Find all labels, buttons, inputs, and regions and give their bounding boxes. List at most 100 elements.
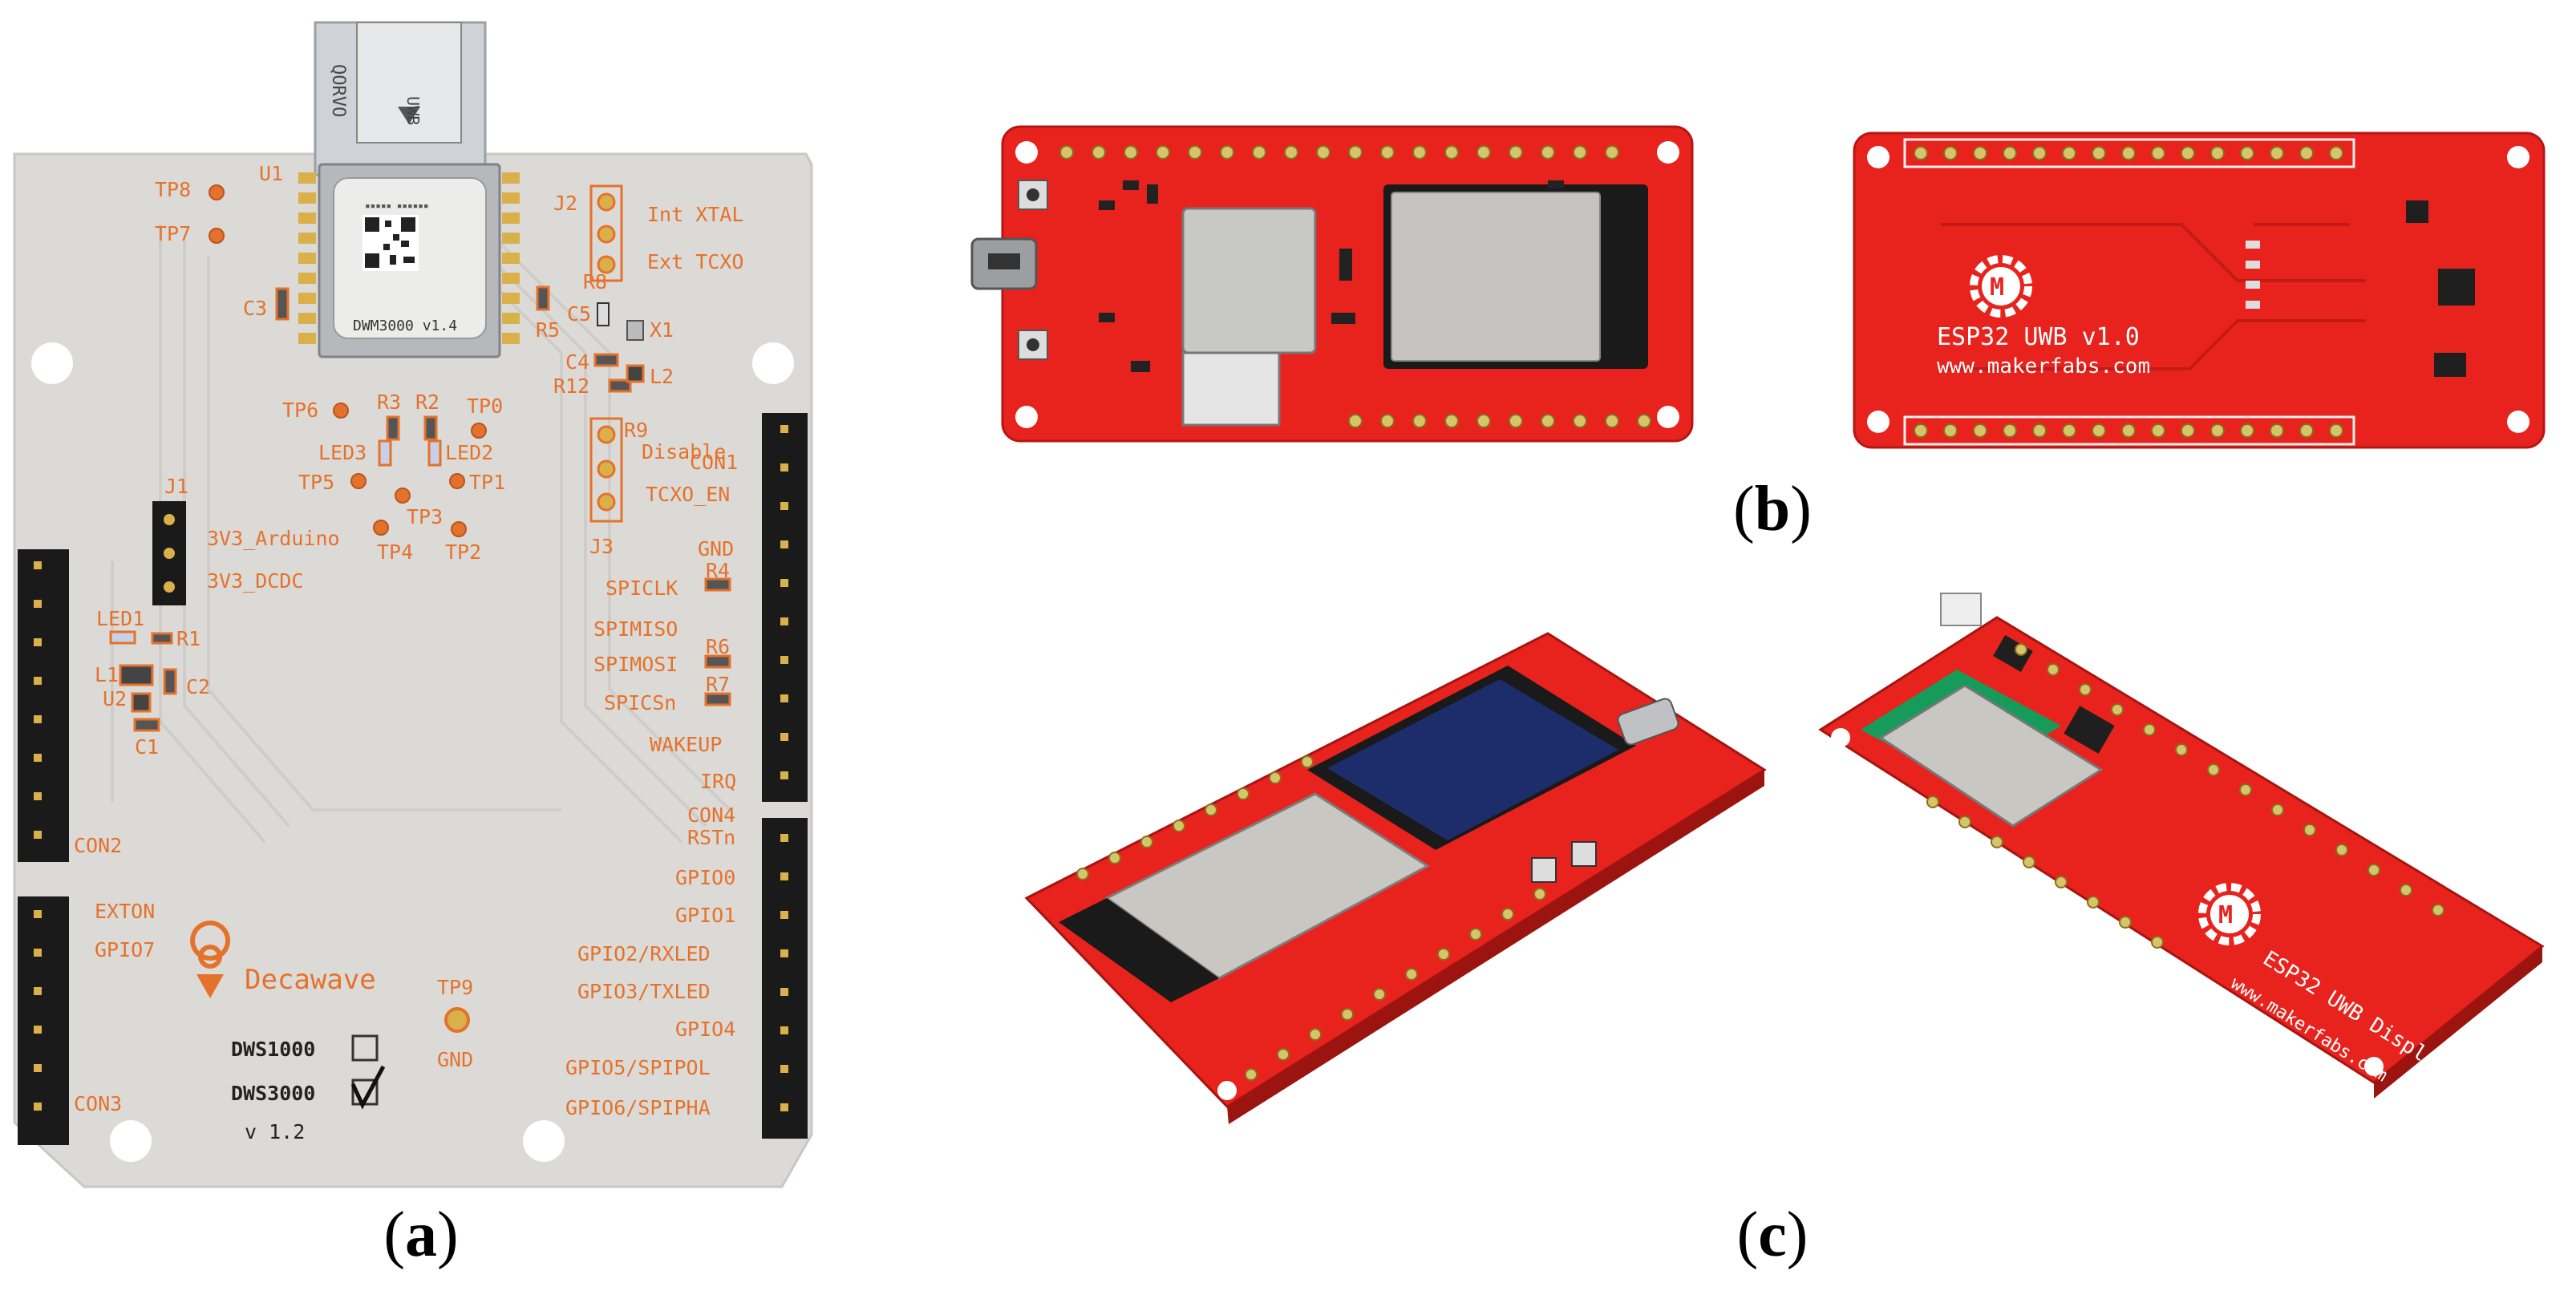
esp32-uwb-board-back: M ESP32 UWB v1.0 www.makerfabs.com xyxy=(1853,132,2546,449)
label-dws3000: DWS3000 xyxy=(231,1082,315,1105)
label-gpio0: GPIO0 xyxy=(675,866,735,889)
check-icon xyxy=(350,1065,386,1110)
decawave-logo xyxy=(190,921,231,998)
test-point-tp9 xyxy=(444,1007,470,1033)
label-tcxo-en: TCXO_EN xyxy=(646,483,730,506)
makerfabs-logo: M xyxy=(1970,255,2032,318)
label-c4: C4 xyxy=(565,350,589,374)
test-point-tp8 xyxy=(209,184,225,200)
module-name: DWM3000 v1.4 xyxy=(353,318,457,334)
label-tp6: TP6 xyxy=(282,399,318,422)
label-dws1000: DWS1000 xyxy=(231,1038,315,1061)
label-led3: LED3 xyxy=(318,441,367,464)
test-point-tp3 xyxy=(395,488,411,504)
svg-text:M: M xyxy=(1990,273,2004,301)
label-r3: R3 xyxy=(377,391,401,414)
label-tp2: TP2 xyxy=(445,540,481,564)
label-int-xtal: Int XTAL xyxy=(647,203,743,226)
label-led1: LED1 xyxy=(96,607,144,630)
jumper-j3 xyxy=(589,417,623,523)
mount-hole xyxy=(752,342,794,384)
label-l1: L1 xyxy=(95,663,119,686)
header-con4 xyxy=(762,818,808,1139)
caption-b: (b) xyxy=(1733,474,1812,544)
label-disable: Disable xyxy=(642,440,726,463)
svg-text:M: M xyxy=(2218,901,2233,929)
label-con1: CON1 xyxy=(690,451,738,474)
label-r7: R7 xyxy=(706,673,730,696)
svg-text:▪▪▪▪▪ ▪▪▪▪▪▪: ▪▪▪▪▪ ▪▪▪▪▪▪ xyxy=(365,200,428,211)
label-x1: X1 xyxy=(650,318,674,342)
label-ext-tcxo: Ext TCXO xyxy=(647,250,743,273)
label-3v3-arduino: 3V3_Arduino xyxy=(207,527,340,550)
label-tp9-gnd: GND xyxy=(437,1048,473,1071)
dws3000-board-illustration: UWB QORVO ▪▪▪▪▪ ▪▪▪▪▪▪ DWM3000 v1.4 U1 T… xyxy=(13,21,813,1188)
test-point-tp0 xyxy=(471,423,487,439)
label-version: v 1.2 xyxy=(245,1120,305,1143)
label-j3: J3 xyxy=(589,535,614,558)
label-gpio2: GPIO2/RXLED xyxy=(577,942,711,965)
label-exton: EXTON xyxy=(95,900,155,923)
label-l2: L2 xyxy=(650,365,674,388)
esp32-uwb-display-board-front xyxy=(1024,632,1767,1124)
label-tp4: TP4 xyxy=(377,540,413,564)
label-c2: C2 xyxy=(186,675,210,698)
test-point-tp5 xyxy=(350,473,367,489)
test-point-tp2 xyxy=(451,521,467,537)
label-tp8: TP8 xyxy=(155,178,191,201)
label-u2: U2 xyxy=(103,687,127,710)
label-spimosi: SPIMOSI xyxy=(593,653,678,676)
label-r12: R12 xyxy=(553,374,589,398)
label-tp9: TP9 xyxy=(437,976,473,999)
esp32-uwb-board-front xyxy=(970,125,1694,443)
mount-hole xyxy=(110,1120,152,1162)
header-con2 xyxy=(18,549,69,862)
board-b-url: www.makerfabs.com xyxy=(1937,354,2150,378)
label-spiclk: SPICLK xyxy=(606,577,678,600)
label-gpio7: GPIO7 xyxy=(95,938,155,961)
test-point-tp7 xyxy=(209,228,225,244)
label-rstn: RSTn xyxy=(687,826,735,849)
label-r1: R1 xyxy=(176,627,200,650)
label-wakeup: WAKEUP xyxy=(650,733,722,756)
mount-hole xyxy=(31,342,73,384)
header-con3 xyxy=(18,896,69,1145)
mount-hole xyxy=(523,1120,565,1162)
label-tp3: TP3 xyxy=(407,505,443,528)
label-3v3-dcdc: 3V3_DCDC xyxy=(207,569,303,593)
jumper-j2 xyxy=(589,184,623,282)
label-spimiso: SPIMISO xyxy=(593,617,678,641)
label-r5: R5 xyxy=(536,318,560,342)
label-gpio6: GPIO6/SPIPHA xyxy=(565,1096,711,1119)
label-con2: CON2 xyxy=(74,834,122,857)
label-r9: R9 xyxy=(624,419,648,442)
makerfabs-logo-c: M xyxy=(2198,883,2261,945)
label-gpio3: GPIO3/TXLED xyxy=(577,980,711,1003)
panel-b: M ESP32 UWB v1.0 www.makerfabs.com xyxy=(938,104,2558,481)
label-con3: CON3 xyxy=(74,1092,122,1115)
label-led2: LED2 xyxy=(445,441,493,464)
caption-c: (c) xyxy=(1736,1200,1808,1270)
label-j1: J1 xyxy=(164,475,188,498)
label-c5: C5 xyxy=(567,302,591,326)
label-gnd: GND xyxy=(698,537,734,560)
label-r8: R8 xyxy=(583,270,607,293)
panel-c: M ESP32 UWB Display www.makerfabs.com xyxy=(1011,585,2558,1163)
label-con4: CON4 xyxy=(687,803,735,827)
test-point-tp6 xyxy=(333,403,349,419)
qr-code xyxy=(363,215,419,271)
esp32-uwb-display-board-back: M ESP32 UWB Display www.makerfabs.com xyxy=(1818,593,2545,1099)
label-spicsn: SPICSn xyxy=(604,691,676,714)
label-gpio5: GPIO5/SPIPOL xyxy=(565,1056,711,1079)
label-gpio4: GPIO4 xyxy=(675,1018,735,1041)
module-vertical-text: QORVO xyxy=(328,64,348,117)
label-gpio1: GPIO1 xyxy=(675,904,735,927)
label-r6: R6 xyxy=(706,635,730,658)
board-b-title: ESP32 UWB v1.0 xyxy=(1937,323,2140,351)
antenna-text: UWB xyxy=(403,96,423,125)
caption-a: (a) xyxy=(383,1200,459,1270)
test-point-tp1 xyxy=(449,473,465,489)
jumper-j1 xyxy=(152,501,186,605)
label-r2: R2 xyxy=(415,391,439,414)
label-tp5: TP5 xyxy=(298,471,334,494)
